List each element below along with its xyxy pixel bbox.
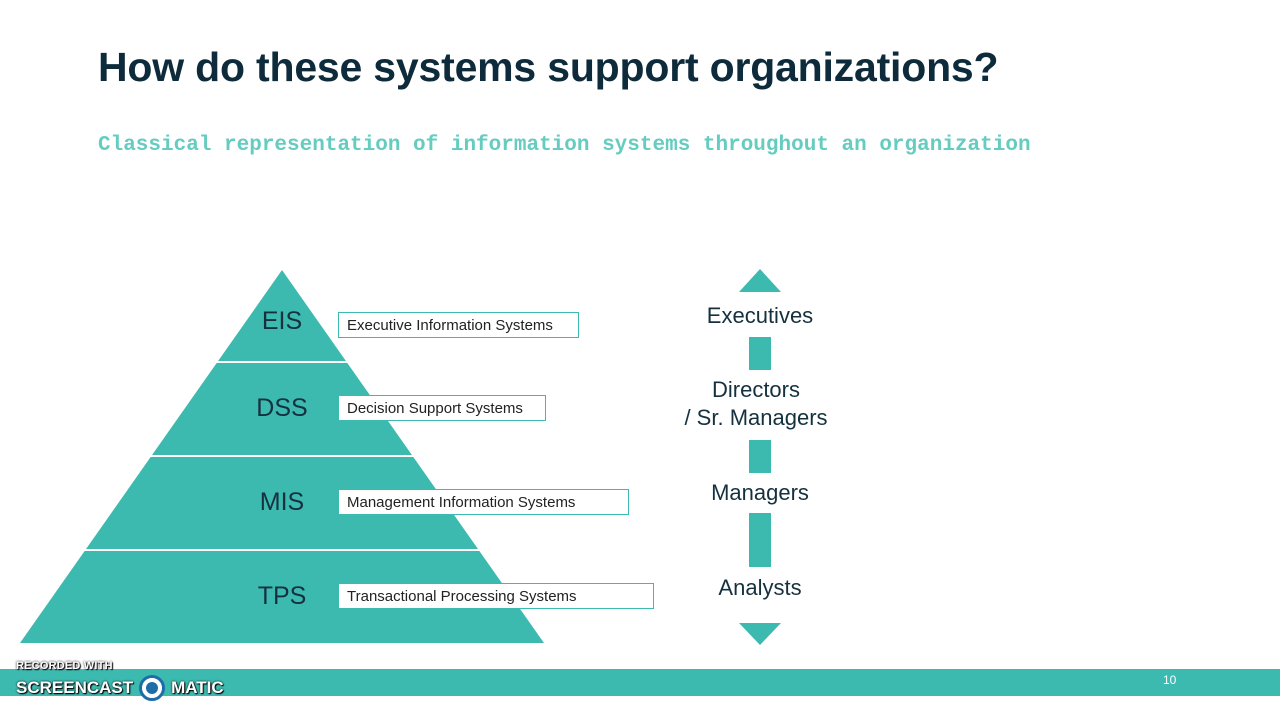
page-number: 10	[1163, 673, 1177, 687]
slide-subtitle: Classical representation of information …	[98, 134, 1031, 157]
tier-label-mis: Management Information Systems	[338, 489, 629, 515]
level-directors-line2: / Sr. Managers	[684, 405, 828, 430]
tier-abbr-mis: MIS	[259, 488, 305, 516]
footer-bar	[0, 669, 1280, 696]
level-directors-line1: Directors	[711, 377, 800, 402]
screencast-watermark: RECORDED WITH SCREENCAST MATIC	[16, 660, 224, 701]
arrow-shaft-segment	[749, 440, 771, 473]
arrow-shaft-segment	[749, 337, 771, 370]
level-analysts: Analysts	[718, 575, 802, 600]
level-managers: Managers	[711, 480, 809, 505]
tier-label-eis: Executive Information Systems	[338, 312, 579, 338]
tier-label-tps: Transactional Processing Systems	[338, 583, 654, 609]
tier-label-dss: Decision Support Systems	[338, 395, 546, 421]
watermark-word-screencast: SCREENCAST	[16, 678, 134, 697]
arrow-up-head	[739, 269, 781, 292]
watermark-word-matic: MATIC	[171, 678, 224, 697]
watermark-brand: SCREENCAST MATIC	[16, 675, 224, 701]
tier-abbr-tps: TPS	[257, 582, 307, 610]
level-directors: Directors / Sr. Managers	[670, 376, 842, 432]
slide-title: How do these systems support organizatio…	[98, 44, 999, 90]
tier-abbr-dss: DSS	[256, 394, 308, 422]
tier-abbr-eis: EIS	[261, 307, 303, 335]
screencast-logo-icon	[139, 675, 166, 701]
arrow-down-head	[739, 623, 781, 645]
level-executives: Executives	[706, 303, 814, 328]
watermark-recorded-with: RECORDED WITH	[16, 660, 113, 672]
arrow-shaft-segment	[749, 513, 771, 567]
